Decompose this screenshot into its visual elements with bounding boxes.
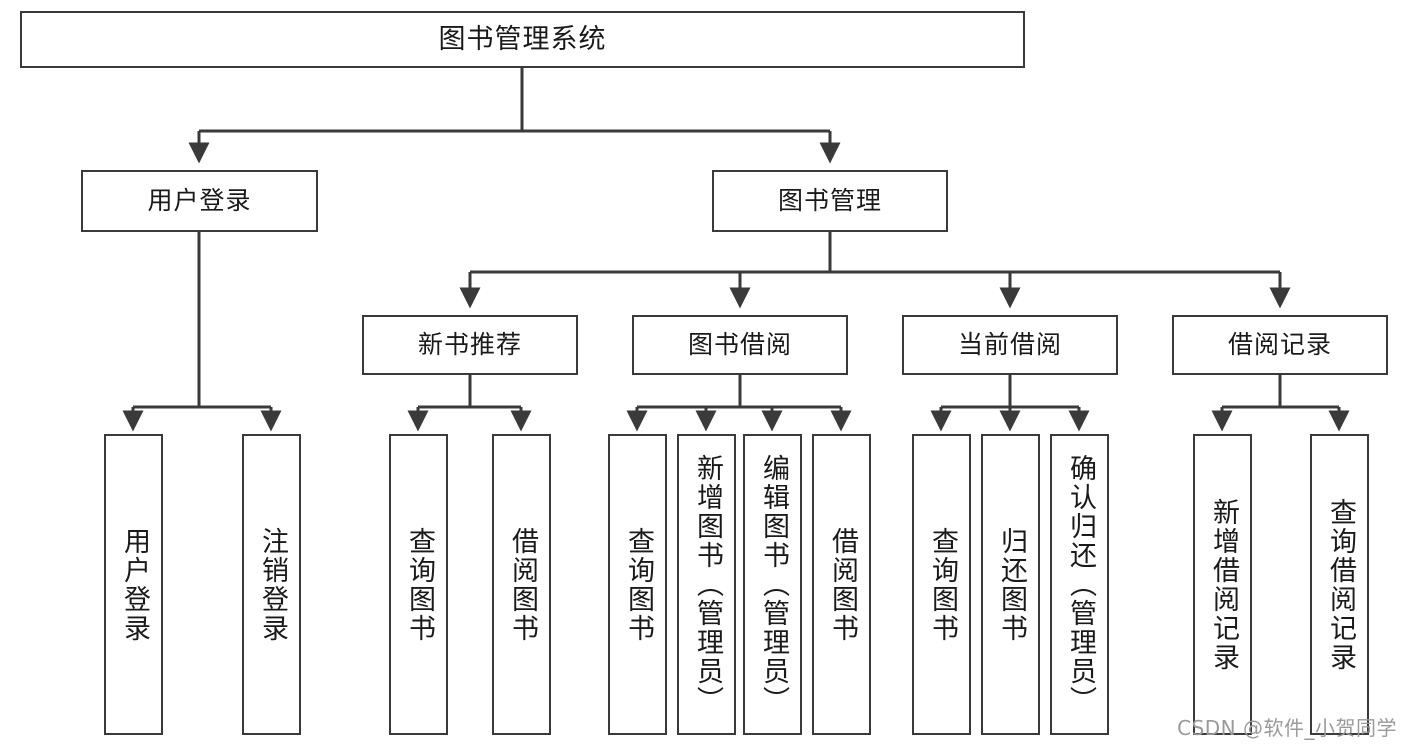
leaf-book-borrow-borrow[interactable]: 借阅图书	[812, 434, 871, 735]
node-label: 图书管理	[777, 186, 882, 216]
watermark: CSDN @软件_小贺同学	[1177, 716, 1397, 740]
leaf-borrow-record-add[interactable]: 新增借阅记录	[1193, 434, 1252, 735]
leaf-user-login-login[interactable]: 用户登录	[104, 434, 163, 735]
node-label: 归还图书	[995, 526, 1027, 643]
node-user-login[interactable]: 用户登录	[81, 170, 318, 232]
node-label: 用户登录	[118, 526, 150, 643]
node-label: 当前借阅	[957, 330, 1062, 360]
node-label: 注销登录	[256, 526, 288, 643]
leaf-new-book-borrow[interactable]: 借阅图书	[492, 434, 551, 735]
node-current-borrow[interactable]: 当前借阅	[902, 315, 1118, 375]
leaf-book-borrow-query[interactable]: 查询图书	[608, 434, 667, 735]
leaf-borrow-record-query[interactable]: 查询借阅记录	[1310, 434, 1369, 735]
node-book-borrow[interactable]: 图书借阅	[632, 315, 848, 375]
leaf-current-borrow-confirm-return-admin[interactable]: 确认归还（管理员）	[1050, 434, 1109, 735]
node-label: 编辑图书（管理员）	[757, 454, 789, 715]
node-label: 查询图书	[403, 526, 435, 643]
node-new-book-recommend[interactable]: 新书推荐	[362, 315, 578, 375]
leaf-user-login-logout[interactable]: 注销登录	[242, 434, 301, 735]
leaf-new-book-query[interactable]: 查询图书	[389, 434, 448, 735]
node-label: 新增借阅记录	[1207, 497, 1239, 672]
node-label: 借阅记录	[1227, 330, 1332, 360]
node-label: 新增图书（管理员）	[691, 454, 723, 715]
node-label: 确认归还（管理员）	[1064, 454, 1096, 715]
node-label: 新书推荐	[417, 330, 522, 360]
node-label: 图书借阅	[687, 330, 792, 360]
leaf-book-borrow-edit-admin[interactable]: 编辑图书（管理员）	[743, 434, 802, 735]
node-label: 用户登录	[147, 186, 252, 216]
node-label: 查询借阅记录	[1324, 497, 1356, 672]
node-label: 借阅图书	[506, 526, 538, 643]
leaf-book-borrow-add-admin[interactable]: 新增图书（管理员）	[677, 434, 736, 735]
node-borrow-record[interactable]: 借阅记录	[1172, 315, 1388, 375]
node-book-management[interactable]: 图书管理	[712, 170, 948, 232]
node-root-book-management-system[interactable]: 图书管理系统	[20, 11, 1025, 68]
leaf-current-borrow-return[interactable]: 归还图书	[981, 434, 1040, 735]
node-label: 查询图书	[622, 526, 654, 643]
node-label: 查询图书	[926, 526, 958, 643]
node-label: 借阅图书	[826, 526, 858, 643]
node-label: 图书管理系统	[438, 23, 607, 55]
leaf-current-borrow-query[interactable]: 查询图书	[912, 434, 971, 735]
